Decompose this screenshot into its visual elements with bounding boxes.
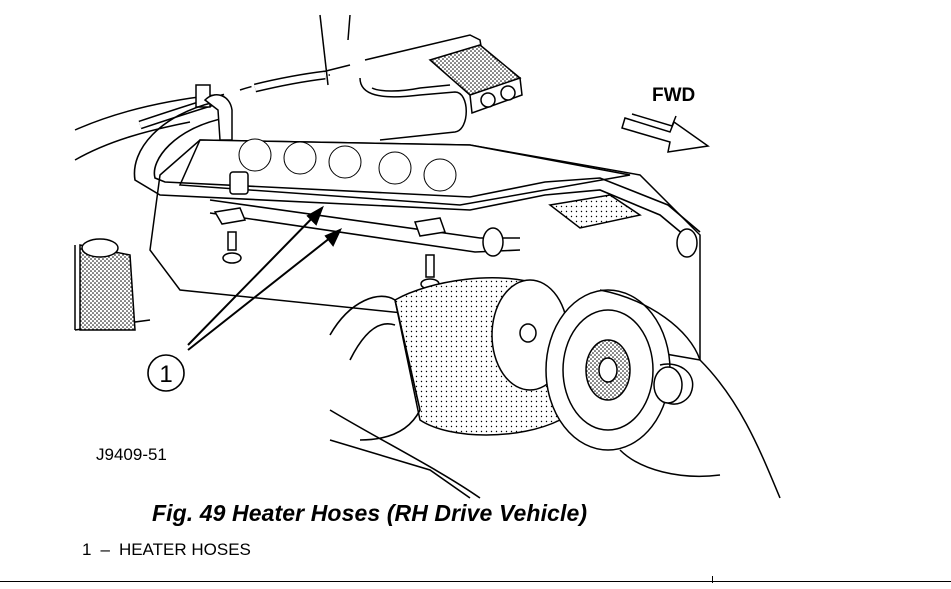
drive-pulley: [545, 289, 671, 451]
lower-radiator-hose: [329, 295, 481, 499]
heater-hose-upper: [133, 101, 701, 241]
heater-hose-lower: [209, 199, 521, 253]
callout-leaders: [187, 205, 343, 351]
bottom-divider: [0, 581, 951, 582]
legend-number: 1: [82, 540, 92, 559]
engine-mount: [79, 238, 136, 331]
legend-separator: –: [100, 540, 110, 559]
hose-clamps: [203, 94, 698, 258]
heater-hoses-illustration: FWD 1 J9409-51: [74, 14, 781, 499]
callout-circle: [147, 354, 185, 392]
figure-caption: Fig. 49 Heater Hoses (RH Drive Vehicle): [152, 500, 588, 526]
mounting-bolts: [213, 207, 447, 290]
callout-number: 1: [159, 361, 172, 388]
legend-item: 1–HEATER HOSES: [82, 540, 251, 560]
legend-label: HEATER HOSES: [118, 540, 251, 559]
alternator: [394, 277, 569, 436]
column-divider-tick: [712, 576, 713, 583]
drive-belt: [599, 289, 781, 499]
fwd-arrow: [621, 113, 710, 153]
drawing-id: J9409-51: [96, 445, 167, 464]
fwd-label: FWD: [652, 85, 695, 106]
heater-core-block: [428, 44, 523, 115]
heater-pipe-loop: [359, 77, 467, 141]
